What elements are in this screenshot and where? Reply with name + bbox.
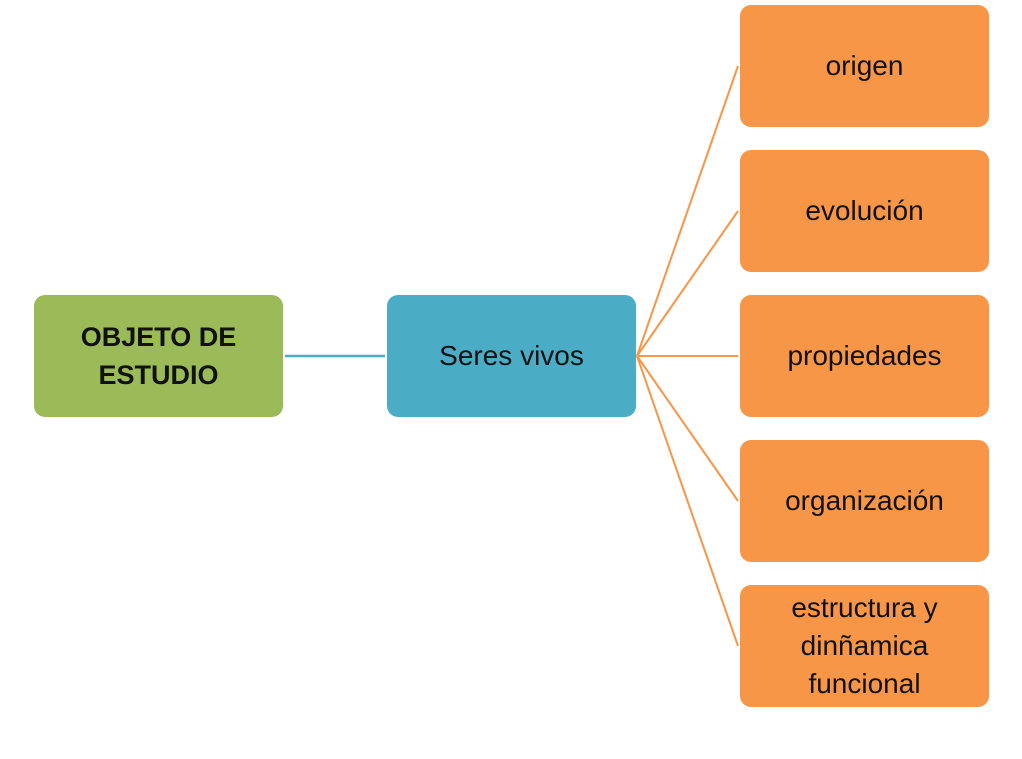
leaf-node-origen: origen <box>740 5 989 127</box>
connector-middle-to-origen <box>636 65 739 357</box>
leaf-node-estructura: estructura y dinñamica funcional <box>740 585 989 707</box>
middle-node: Seres vivos <box>387 295 636 417</box>
connector-middle-to-evolucion <box>636 210 739 357</box>
connector-middle-to-organizacion <box>636 355 739 502</box>
connector-middle-to-estructura <box>636 355 739 647</box>
root-node: OBJETO DE ESTUDIO <box>34 295 283 417</box>
leaf-node-organizacion: organización <box>740 440 989 562</box>
leaf-node-propiedades: propiedades <box>740 295 989 417</box>
leaf-node-evolucion: evolución <box>740 150 989 272</box>
